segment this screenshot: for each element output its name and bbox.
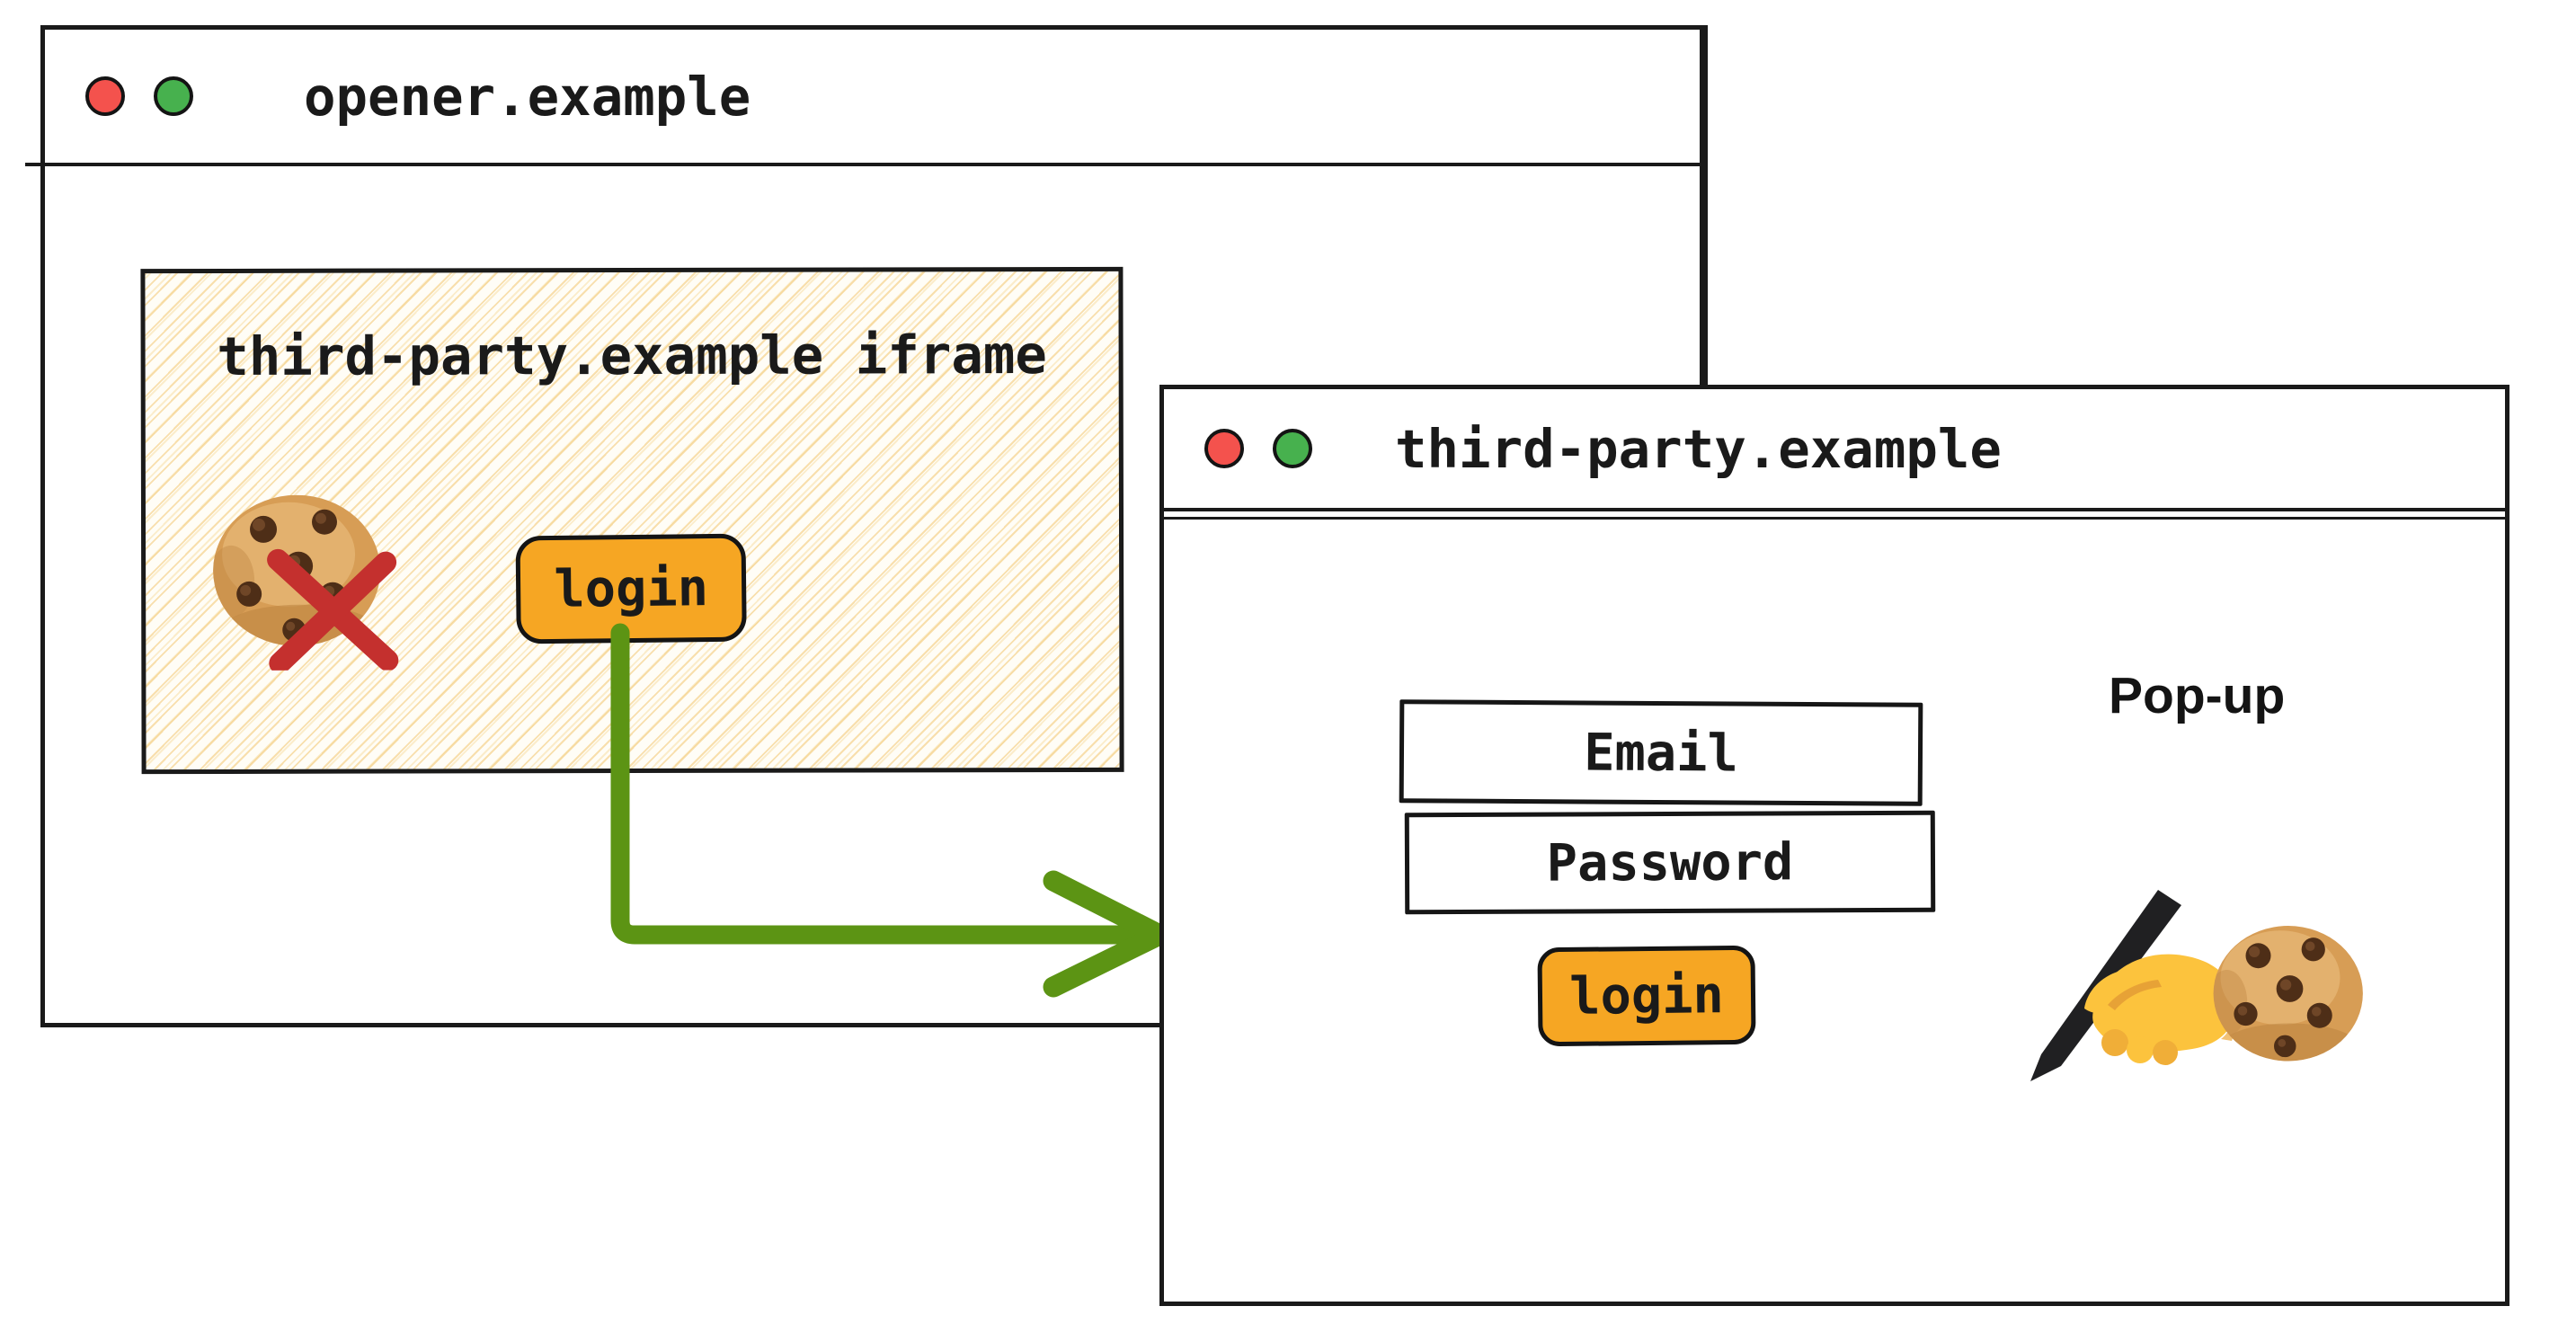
red-cross-icon: [267, 548, 399, 674]
popup-annotation: Pop-up: [2109, 667, 2286, 724]
opener-titlebar: opener.example: [25, 30, 1703, 166]
minimize-window-icon[interactable]: [154, 76, 193, 116]
opener-window-title: opener.example: [304, 65, 751, 128]
blocked-cookie-icon: [211, 494, 400, 674]
popup-titlebar: third-party.example: [1164, 389, 2507, 520]
close-window-icon[interactable]: [85, 76, 125, 116]
close-window-icon[interactable]: [1204, 429, 1244, 468]
popup-window-title: third-party.example: [1395, 417, 2002, 480]
third-party-iframe: third-party.example iframe: [140, 266, 1124, 775]
writing-hand-icon: [2025, 890, 2236, 1083]
email-field[interactable]: [1399, 699, 1923, 806]
popup-window: third-party.example login Pop-up: [1159, 385, 2509, 1306]
cookie-icon: [2211, 923, 2368, 1067]
iframe-login-button[interactable]: login: [515, 533, 747, 644]
password-field[interactable]: [1404, 810, 1936, 915]
minimize-window-icon[interactable]: [1273, 429, 1312, 468]
cookie-with-red-cross-icon: [212, 494, 399, 674]
iframe-label: third-party.example iframe: [217, 324, 1047, 387]
popup-login-button[interactable]: login: [1537, 945, 1756, 1047]
